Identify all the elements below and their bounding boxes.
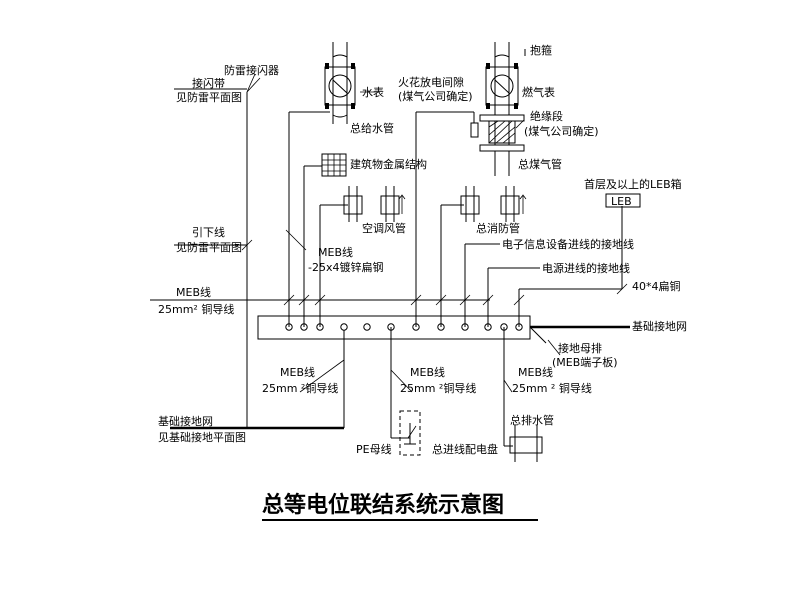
label-gas-main: 总煤气管 xyxy=(518,157,562,171)
label-meb-b1: MEB线 xyxy=(280,365,315,379)
label-ac-duct: 空调风管 xyxy=(362,221,406,235)
feeders-up xyxy=(283,111,628,327)
label-strip-ref: 见防雷平面图 xyxy=(176,90,242,104)
label-insulation-note: (煤气公司确定) xyxy=(524,124,599,138)
leb-box-label: LEB xyxy=(611,195,632,208)
fire-main xyxy=(460,186,527,222)
label-meb-b1-spec: 25mm ²铜导线 xyxy=(262,381,338,395)
label-down-ref: 见防雷平面图 xyxy=(176,240,242,254)
feeders-down xyxy=(390,327,543,462)
foundation-grid-line xyxy=(170,327,345,430)
label-fire-main: 总消防管 xyxy=(476,221,520,235)
label-meb-b2-spec: 25mm ²铜导线 xyxy=(400,381,476,395)
label-meb-mid: MEB线 xyxy=(318,245,353,259)
gas-pipe xyxy=(470,42,526,176)
label-bus: 接地母排 xyxy=(558,341,602,355)
label-bus-note: (MEB端子板) xyxy=(552,355,618,369)
label-elec-info: 电子信息设备进线的接地线 xyxy=(502,237,634,251)
label-down-conductor: 引下线 xyxy=(192,225,225,239)
label-main-panel: 总进线配电盘 xyxy=(432,442,498,456)
ac-duct xyxy=(343,186,406,222)
label-meb-b2: MEB线 xyxy=(410,365,445,379)
label-strip: 接闪带 xyxy=(192,76,225,90)
label-foundation: 基础接地网 xyxy=(158,415,213,428)
leb-box xyxy=(605,193,641,208)
label-power-in: 电源进线的接地线 xyxy=(542,261,630,275)
label-spark-gap: 火花放电间隙 xyxy=(398,75,464,89)
label-meb-left-spec: 25mm² 铜导线 xyxy=(158,302,234,316)
label-meb-left: MEB线 xyxy=(176,285,211,299)
label-leb: 首层及以上的LEB箱 xyxy=(584,177,682,191)
label-water-meter: 水表 xyxy=(362,85,384,99)
label-found-net: 基础接地网 xyxy=(632,320,687,333)
building-metal-grid xyxy=(321,153,347,177)
label-flat-copper: 40*4扁铜 xyxy=(632,279,681,293)
label-lightning-arrester: 防雷接闪器 xyxy=(224,63,279,77)
label-drain: 总排水管 xyxy=(510,413,554,427)
label-hoop: 抱箍 xyxy=(530,43,552,57)
leader-lines xyxy=(285,91,561,393)
label-meb-b3-spec: 25mm ² 铜导线 xyxy=(512,381,592,395)
label-foundation-ref: 见基础接地平面图 xyxy=(158,431,246,444)
label-water-main: 总给水管 xyxy=(350,121,394,135)
label-insulation: 绝缘段 xyxy=(530,109,563,123)
label-gas-meter: 燃气表 xyxy=(522,85,555,99)
terminal-bus-bar xyxy=(257,315,630,344)
down-conductor xyxy=(174,73,261,428)
label-building-metal: 建筑物金属结构 xyxy=(350,157,427,171)
water-pipe xyxy=(324,42,356,124)
label-meb-b3: MEB线 xyxy=(518,365,553,379)
label-pe-bus: PE母线 xyxy=(356,442,392,456)
diagram-title: 总等电位联结系统示意图 xyxy=(262,492,504,518)
label-spark-gap-note: (煤气公司确定) xyxy=(398,89,473,103)
label-meb-mid-spec: -25x4镀锌扁钢 xyxy=(308,260,383,274)
